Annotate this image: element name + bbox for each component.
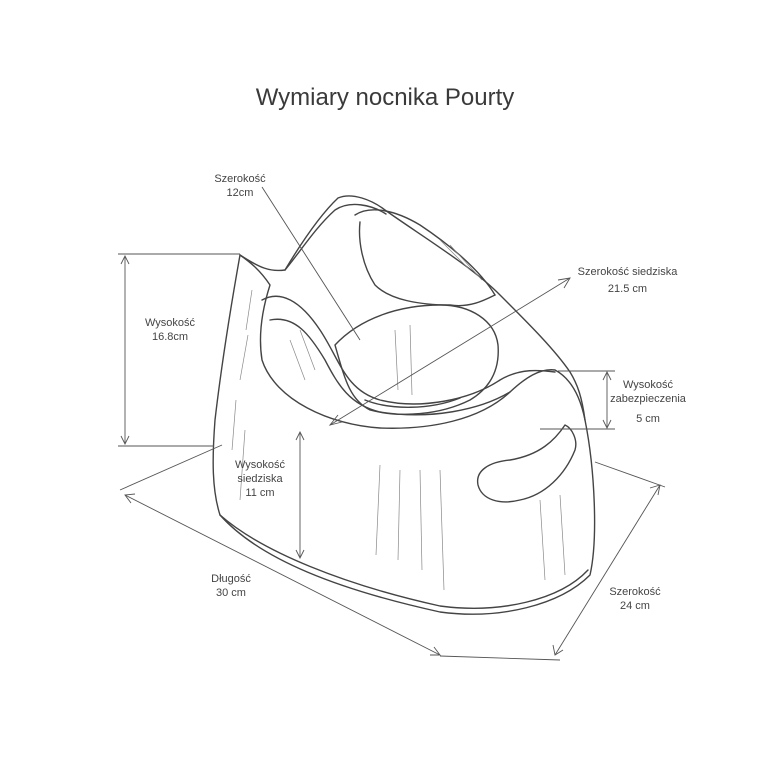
top-width-value: 12cm [226,187,254,199]
seat-width-value: 21.5 cm [607,283,648,295]
guard-height-text-1: Wysokość [622,379,674,391]
shading-lines [231,239,566,591]
top-width-label: Szerokość 12cm [205,172,275,200]
dimension-lines [118,186,666,661]
guard-height-label: Wysokość zabezpieczenia 5 cm [603,378,693,426]
height-value: 16.8cm [151,331,189,343]
seat-width-text: Szerokość siedziska [577,266,678,278]
height-text: Wysokość [144,317,196,329]
height-label: Wysokość 16.8cm [135,316,205,344]
length-value: 30 cm [216,587,246,599]
diagram-title: Wymiary nocnika Pourty [255,84,515,111]
seat-width-label: Szerokość siedziska 21.5 cm [565,265,690,296]
seat-height-value: 11 cm [245,487,275,499]
potty-outline [212,195,596,615]
guard-height-value: 5 cm [636,413,660,425]
seat-height-label: Wysokość siedziska 11 cm [225,458,295,500]
top-width-text: Szerokość [214,173,266,185]
guard-height-text-2: zabezpieczenia [610,393,686,405]
seat-height-text-1: Wysokość [234,459,286,471]
width-label: Szerokość 24 cm [600,585,670,613]
length-text: Długość [211,573,251,585]
seat-height-text-2: siedziska [237,473,283,485]
width-text: Szerokość [609,586,661,598]
width-value: 24 cm [620,600,650,612]
length-label: Długość 30 cm [196,572,266,600]
